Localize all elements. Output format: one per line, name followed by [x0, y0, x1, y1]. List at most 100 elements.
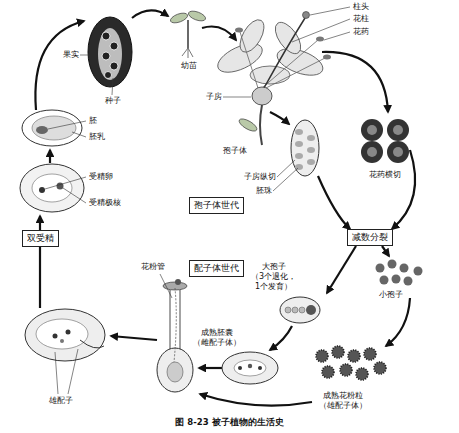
stage-label: 减数分裂 — [352, 232, 388, 243]
ovary-section-drawing — [307, 135, 315, 141]
fertilized-ovule-drawing — [20, 164, 84, 212]
fertilized-ovule-drawing — [32, 174, 72, 202]
leader-line — [72, 132, 86, 137]
seedling-drawing — [169, 9, 207, 58]
leader-line — [45, 7, 350, 298]
part-label: 子房 — [205, 92, 223, 102]
leader-line — [48, 121, 86, 129]
ovule-pollen-tube-drawing — [66, 330, 71, 335]
anther-section-drawing — [393, 147, 403, 157]
embryo-sac-drawing — [248, 364, 252, 368]
flower-drawing — [252, 87, 272, 105]
part-label: 子房纵切 — [243, 172, 277, 182]
leader-line — [63, 188, 86, 203]
seedling-drawing — [182, 48, 193, 58]
pistil-drawing — [167, 362, 183, 382]
anther-section-drawing — [361, 119, 383, 141]
seedling-drawing — [169, 11, 189, 25]
ovule-pollen-tube-drawing — [80, 340, 104, 348]
fruit-drawing — [88, 17, 132, 87]
part-label: 胚乳 — [88, 132, 106, 142]
megaspore-drawing — [280, 297, 320, 323]
ovule-pollen-tube-drawing — [60, 339, 64, 343]
fruit-drawing — [102, 32, 110, 40]
anther-section-drawing — [367, 125, 377, 135]
leader-line — [160, 274, 172, 298]
part-label: 小孢子 — [378, 290, 404, 300]
pollen-grain-drawing — [332, 346, 344, 358]
flower-drawing — [237, 117, 258, 134]
ovule-pollen-tube-drawing — [53, 334, 58, 339]
anther-section-drawing — [361, 119, 409, 163]
flower-drawing — [323, 55, 331, 60]
ovary-section-drawing — [295, 164, 303, 170]
ovary-section-drawing — [291, 120, 319, 176]
fruit-drawing — [110, 42, 118, 50]
fertilized-ovule-drawing — [39, 187, 45, 193]
part-label: 成熟胚囊 （雌配子体） — [192, 328, 242, 348]
ovule-pollen-tube-drawing — [36, 319, 88, 349]
leader-line — [292, 19, 350, 42]
ovule-pollen-tube-drawing — [55, 349, 78, 394]
flower-drawing — [264, 18, 305, 88]
anther-section-drawing — [393, 125, 403, 135]
stage-box: 配子体世代 — [189, 260, 244, 277]
megaspore-drawing — [280, 297, 320, 323]
flower-drawing — [316, 37, 324, 42]
pollen-grain-drawing — [348, 350, 360, 362]
anther-section-drawing — [387, 119, 409, 141]
pollen-grain-drawing — [364, 348, 376, 360]
part-label: 花药 — [352, 27, 370, 37]
cycle-arrow — [327, 246, 356, 293]
embryo-sac-drawing — [258, 366, 262, 370]
pollen-grain-drawing — [316, 350, 328, 362]
cycle-arrow — [200, 394, 312, 406]
stage-box: 双受精 — [22, 230, 59, 247]
part-label: 雄配子 — [48, 396, 74, 406]
cycle-arrow — [35, 21, 84, 110]
megaspore-drawing — [299, 307, 305, 313]
flower-drawing — [303, 12, 310, 19]
pollen-grain-drawing — [340, 364, 352, 376]
microspore-drawing — [388, 260, 397, 269]
seedling-drawing — [187, 9, 207, 23]
ovary-section-drawing — [295, 153, 303, 159]
pollen-grain-drawing — [356, 368, 368, 380]
pollen-grain-drawing — [316, 346, 386, 380]
pistil-drawing — [170, 290, 180, 350]
part-label: 胚 — [88, 116, 98, 126]
cycle-arrow — [49, 150, 51, 163]
pistil-drawing — [157, 279, 193, 392]
embryo-sac-drawing — [222, 352, 278, 384]
stage-label: 双受精 — [27, 233, 54, 244]
anther-section-drawing — [387, 141, 409, 163]
stage-box: 减数分裂 — [347, 229, 393, 246]
megaspore-drawing — [285, 307, 291, 313]
cycle-arrow — [322, 52, 388, 112]
flower-drawing — [240, 32, 325, 88]
part-label: 孢子体 — [222, 146, 248, 156]
cycle-arrow — [386, 298, 410, 346]
part-label: 花粉管 — [140, 262, 166, 272]
part-label: 幼苗 — [180, 61, 198, 71]
cycle-arrow — [270, 326, 292, 350]
stage-label: 孢子体世代 — [194, 200, 239, 211]
embryo-sac-drawing — [234, 360, 266, 376]
stage-label: 配子体世代 — [194, 263, 239, 274]
leader-line — [45, 177, 86, 189]
leader-line — [112, 78, 113, 95]
flower-drawing — [260, 105, 262, 145]
cycle-arrow — [199, 367, 222, 369]
leader-line — [277, 160, 295, 177]
microspore-drawing — [376, 260, 423, 286]
microspore-drawing — [414, 267, 423, 276]
microspore-drawing — [380, 276, 389, 285]
pistil-drawing — [175, 279, 181, 285]
figure-caption: 图 8-23 被子植物的生活史 — [0, 417, 459, 428]
part-label: 受精卵 — [88, 172, 114, 182]
cycle-arrow — [270, 112, 289, 124]
ovule-pollen-tube-drawing — [25, 309, 105, 361]
part-label: 果实 — [62, 50, 80, 60]
